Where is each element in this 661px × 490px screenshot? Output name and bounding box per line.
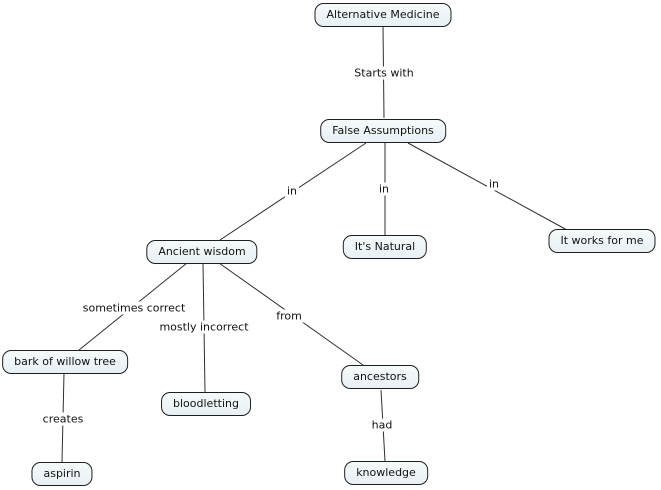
link-label-in-it-works[interactable]: in — [486, 177, 502, 191]
concept-node-it-works-for-me[interactable]: It works for me — [548, 229, 656, 253]
link-label-in-its-natural[interactable]: in — [376, 182, 392, 196]
concept-node-bark-of-willow-tree[interactable]: bark of willow tree — [2, 350, 128, 374]
link-label-had[interactable]: had — [369, 418, 395, 432]
concept-node-false-assumptions[interactable]: False Assumptions — [320, 119, 446, 143]
concept-node-knowledge[interactable]: knowledge — [344, 461, 428, 485]
concept-node-ancient-wisdom[interactable]: Ancient wisdom — [146, 240, 258, 264]
link-label-starts-with[interactable]: Starts with — [352, 66, 416, 80]
concept-node-its-natural[interactable]: It's Natural — [342, 235, 428, 259]
concept-node-alternative-medicine[interactable]: Alternative Medicine — [314, 3, 452, 27]
concept-node-ancestors[interactable]: ancestors — [341, 365, 419, 389]
concept-node-aspirin[interactable]: aspirin — [31, 462, 93, 486]
link-label-in-ancient-wisdom[interactable]: in — [284, 184, 300, 198]
concept-node-bloodletting[interactable]: bloodletting — [161, 392, 251, 416]
link-label-sometimes-correct[interactable]: sometimes correct — [80, 301, 188, 315]
link-label-from-ancestors[interactable]: from — [274, 309, 304, 323]
link-label-mostly-incorrect[interactable]: mostly incorrect — [157, 320, 251, 334]
link-label-creates[interactable]: creates — [40, 412, 86, 426]
